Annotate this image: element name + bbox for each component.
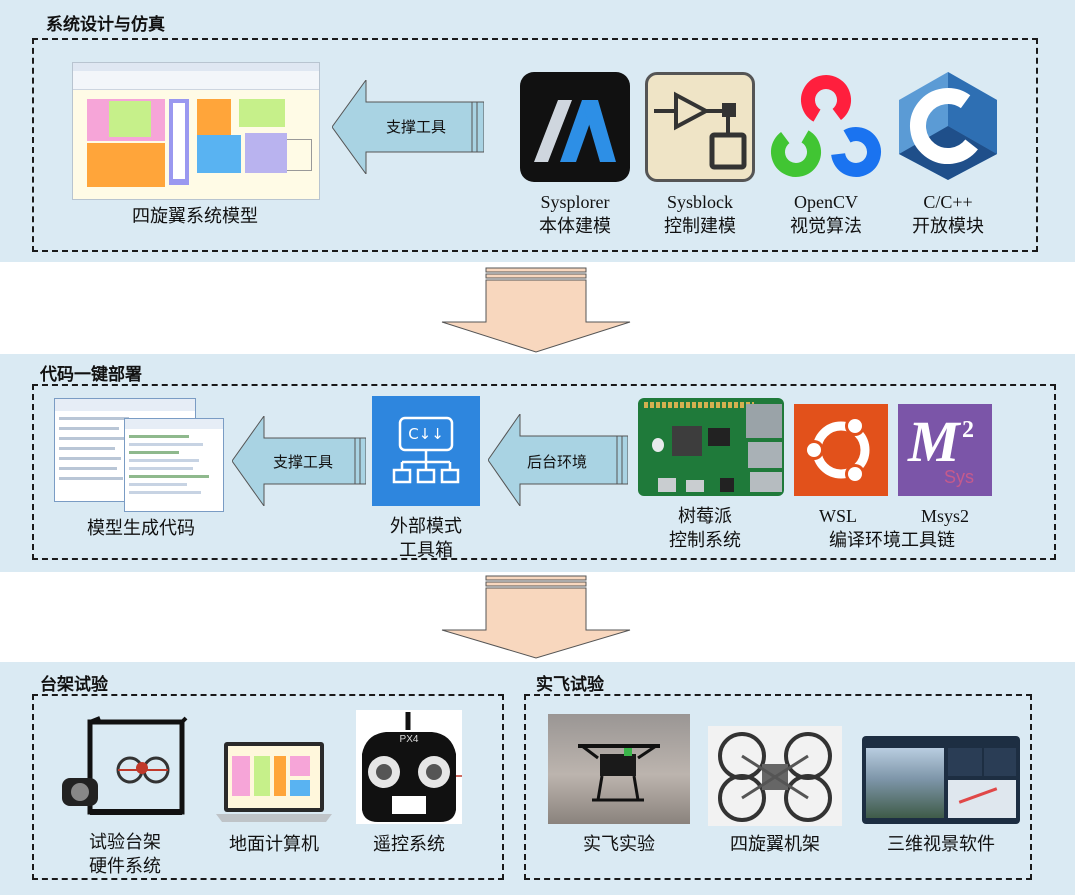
model-caption: 四旋翼系统模型: [132, 206, 258, 226]
rpi-caption-1: 树莓派: [678, 506, 732, 526]
sysplorer-name: Sysplorer: [540, 192, 610, 212]
bench-frame: [32, 694, 504, 880]
quadrotor-frame-caption: 四旋翼机架: [730, 834, 820, 854]
sysplorer-icon: [520, 72, 630, 182]
laptop-caption: 地面计算机: [229, 834, 319, 854]
toolbox-caption-2: 工具箱: [399, 540, 453, 560]
bench-title: 台架试验: [40, 675, 108, 694]
msys2-label: Msys2: [920, 506, 969, 526]
msys2-logo-m: M: [908, 409, 960, 474]
wsl-label: WSL: [819, 506, 857, 526]
design-frame: [32, 38, 1038, 252]
opencv-name: OpenCV: [794, 192, 858, 212]
ubuntu-icon: [794, 404, 888, 496]
rpi-caption-2: 控制系统: [669, 530, 741, 550]
generated-code-window-front: [124, 418, 224, 512]
sysplorer-desc: 本体建模: [539, 216, 611, 236]
visualization-caption: 三维视景软件: [887, 834, 995, 854]
flight-frame: [524, 694, 1032, 880]
backend-arrow: [488, 414, 628, 506]
bench-caption-2: 硬件系统: [89, 856, 161, 876]
toolbox-caption-1: 外部模式: [390, 516, 462, 536]
msys2-icon: M 2 Sys: [898, 404, 992, 496]
msys2-logo-sys: Sys: [944, 467, 975, 487]
cpp-name: C/C++: [923, 192, 973, 212]
visualization-software-image: [862, 736, 1020, 824]
cpp-icon: [899, 72, 997, 180]
support-arrow-2: [232, 416, 366, 506]
sysblock-name: Sysblock: [666, 192, 733, 212]
real-flight-photo: [548, 714, 690, 824]
bench-caption-1: 试验台架: [89, 832, 161, 852]
opencv-icon: [771, 75, 881, 178]
raspberry-pi-image: [638, 398, 784, 496]
design-title: 系统设计与仿真: [46, 15, 165, 34]
sysblock-icon: [645, 72, 755, 182]
support-arrow-1-label: 支撑工具: [385, 119, 446, 136]
toolbox-icon-text: C↓↓: [408, 425, 444, 443]
cpp-desc: 开放模块: [912, 216, 984, 236]
deploy-frame: [32, 384, 1056, 560]
quadrotor-model-screenshot: [72, 62, 320, 200]
flight-title: 实飞试验: [536, 675, 604, 694]
real-flight-caption: 实飞实验: [583, 834, 655, 854]
down-arrow-2: [441, 575, 631, 659]
toolbox-icon: C↓↓: [372, 396, 480, 506]
quadrotor-frame-photo: [708, 726, 842, 826]
deploy-title: 代码一键部署: [40, 365, 142, 384]
code-caption: 模型生成代码: [87, 518, 195, 538]
msys2-logo-2: 2: [962, 417, 974, 443]
sysblock-desc: 控制建模: [664, 216, 736, 236]
rc-caption: 遥控系统: [373, 834, 445, 854]
test-bench-image: [62, 716, 188, 815]
rc-brand: PX4: [399, 734, 419, 745]
down-arrow-1: [441, 267, 631, 353]
backend-arrow-label: 后台环境: [526, 454, 587, 471]
laptop-image: [216, 742, 332, 822]
rc-transmitter-image: PX4: [356, 710, 462, 824]
support-arrow-1: [332, 80, 484, 174]
opencv-desc: 视觉算法: [790, 216, 862, 236]
support-arrow-2-label: 支撑工具: [272, 454, 333, 471]
toolchain-label: 编译环境工具链: [829, 530, 955, 550]
